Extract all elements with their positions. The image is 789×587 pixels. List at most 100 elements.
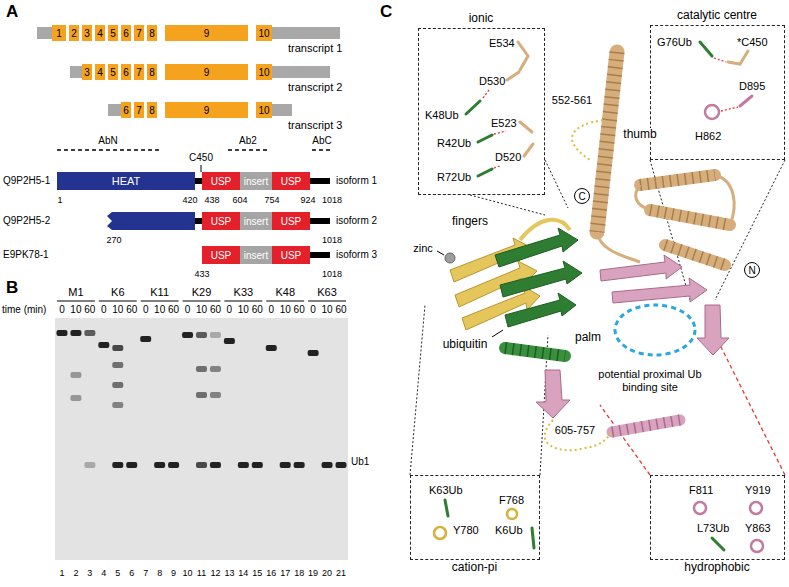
residue-stick: [520, 122, 532, 132]
node-text: 3: [84, 28, 90, 39]
label-text: 438: [204, 195, 219, 205]
exon-box: 7: [134, 64, 144, 80]
label-text: Q9P2H5-1: [3, 175, 50, 187]
leader-line: [410, 305, 425, 475]
gel-band: [126, 462, 137, 468]
label-text: Q9P2H5-2: [3, 215, 50, 227]
label-text: 10: [112, 304, 123, 316]
salt-bridge: [721, 107, 738, 111]
label-text: 10: [280, 304, 291, 316]
ubiquitin-sheet: [500, 261, 582, 297]
exon-box: 4: [95, 25, 105, 41]
label-text: 21: [336, 568, 346, 578]
exon-box: 6: [121, 64, 131, 80]
node-text: USP: [211, 176, 232, 187]
label-text: transcript 2: [288, 81, 342, 94]
domain-box: USP: [272, 172, 310, 190]
salt-bridge: [483, 90, 489, 98]
inset-box: ionicE534D530K48UbE523R42UbR72UbD520: [418, 28, 545, 195]
label-text: isoform 3: [336, 249, 377, 261]
node-text: insert: [244, 176, 268, 187]
salt-bridge: [483, 58, 738, 168]
leader-line: [545, 160, 568, 208]
residue-label: G76Ub: [657, 36, 692, 49]
gel-band: [196, 392, 207, 398]
label-text: 16: [266, 568, 276, 578]
residue-stick: [532, 528, 534, 548]
gel-band: [210, 366, 221, 372]
residue-label: Y863: [745, 522, 771, 535]
domain-box: USP: [272, 246, 310, 264]
protein-linker: [310, 178, 330, 184]
node-text: 3: [84, 67, 90, 78]
zinc-atom: [445, 253, 455, 263]
lane-group-line: [308, 301, 346, 302]
node-text: C: [578, 191, 585, 202]
gel-band: [196, 332, 207, 338]
label-text: 1018: [322, 235, 342, 245]
node-text: 7: [136, 28, 142, 39]
utr-bar: [272, 66, 330, 78]
gel-band: [210, 332, 221, 338]
residue-label: R72Ub: [437, 171, 471, 184]
thumb-helix-stripe: [665, 245, 725, 265]
leader-line-red: [600, 405, 650, 475]
label-text: 0: [227, 304, 233, 316]
gel-band: [140, 336, 151, 342]
gel-band: [210, 462, 221, 468]
label-text: 60: [294, 304, 305, 316]
label-text: 604: [232, 195, 247, 205]
label-text: 1: [57, 195, 62, 205]
node-text: 9: [204, 28, 210, 39]
residue-label: E523: [491, 117, 517, 130]
label-text: ubiquitin: [441, 338, 490, 352]
label-text: 13: [224, 568, 234, 578]
domain-box: USP: [272, 212, 310, 230]
gel-band: [84, 462, 95, 468]
label-text: 18: [294, 568, 304, 578]
label-text: M1: [68, 286, 83, 299]
domain-box: insert: [240, 172, 272, 190]
label-text: 420: [182, 195, 197, 205]
utr-bar: [37, 27, 52, 39]
label-text: 19: [308, 568, 318, 578]
label-text: 20: [322, 568, 332, 578]
label-text: 924: [300, 195, 315, 205]
node-text: 8: [149, 67, 155, 78]
label-text: C450: [189, 152, 213, 164]
label-text: 60: [252, 304, 263, 316]
label-text: 10: [183, 568, 193, 578]
label-text: transcript 3: [288, 119, 342, 132]
lane-group-line: [141, 301, 179, 302]
palm-helix: [612, 420, 680, 432]
lane-group-line: [57, 301, 95, 302]
salt-bridge: [714, 58, 726, 62]
label-text: 10: [238, 304, 249, 316]
thumb-helix: [640, 175, 730, 265]
label-text: 12: [210, 568, 220, 578]
exon-box: 5: [108, 64, 118, 80]
panel-letter: A: [6, 2, 18, 22]
exon-box: 2: [69, 25, 79, 41]
residue-label: D895: [739, 80, 765, 93]
exon-box: 3: [82, 25, 92, 41]
residue-stick: [694, 502, 706, 514]
node-text: insert: [244, 216, 268, 227]
gel-band: [294, 462, 305, 468]
domain-box: USP: [202, 172, 240, 190]
node-text: 9: [204, 105, 210, 116]
residue-stick: [478, 169, 492, 176]
label-text: 60: [126, 304, 137, 316]
terminus-circle: C: [574, 188, 590, 204]
heat-fragment: [107, 212, 195, 230]
label-text: 60: [168, 304, 179, 316]
lane-group-line: [266, 301, 304, 302]
exon-box: 3: [82, 64, 92, 80]
thumb-helix: [665, 245, 725, 265]
lane-group-line: [99, 301, 137, 302]
residue-stick: [518, 42, 528, 70]
protein-loop: [597, 232, 640, 262]
salt-bridge: [494, 166, 500, 168]
label-text: 15: [252, 568, 262, 578]
node-text: 8: [149, 28, 155, 39]
